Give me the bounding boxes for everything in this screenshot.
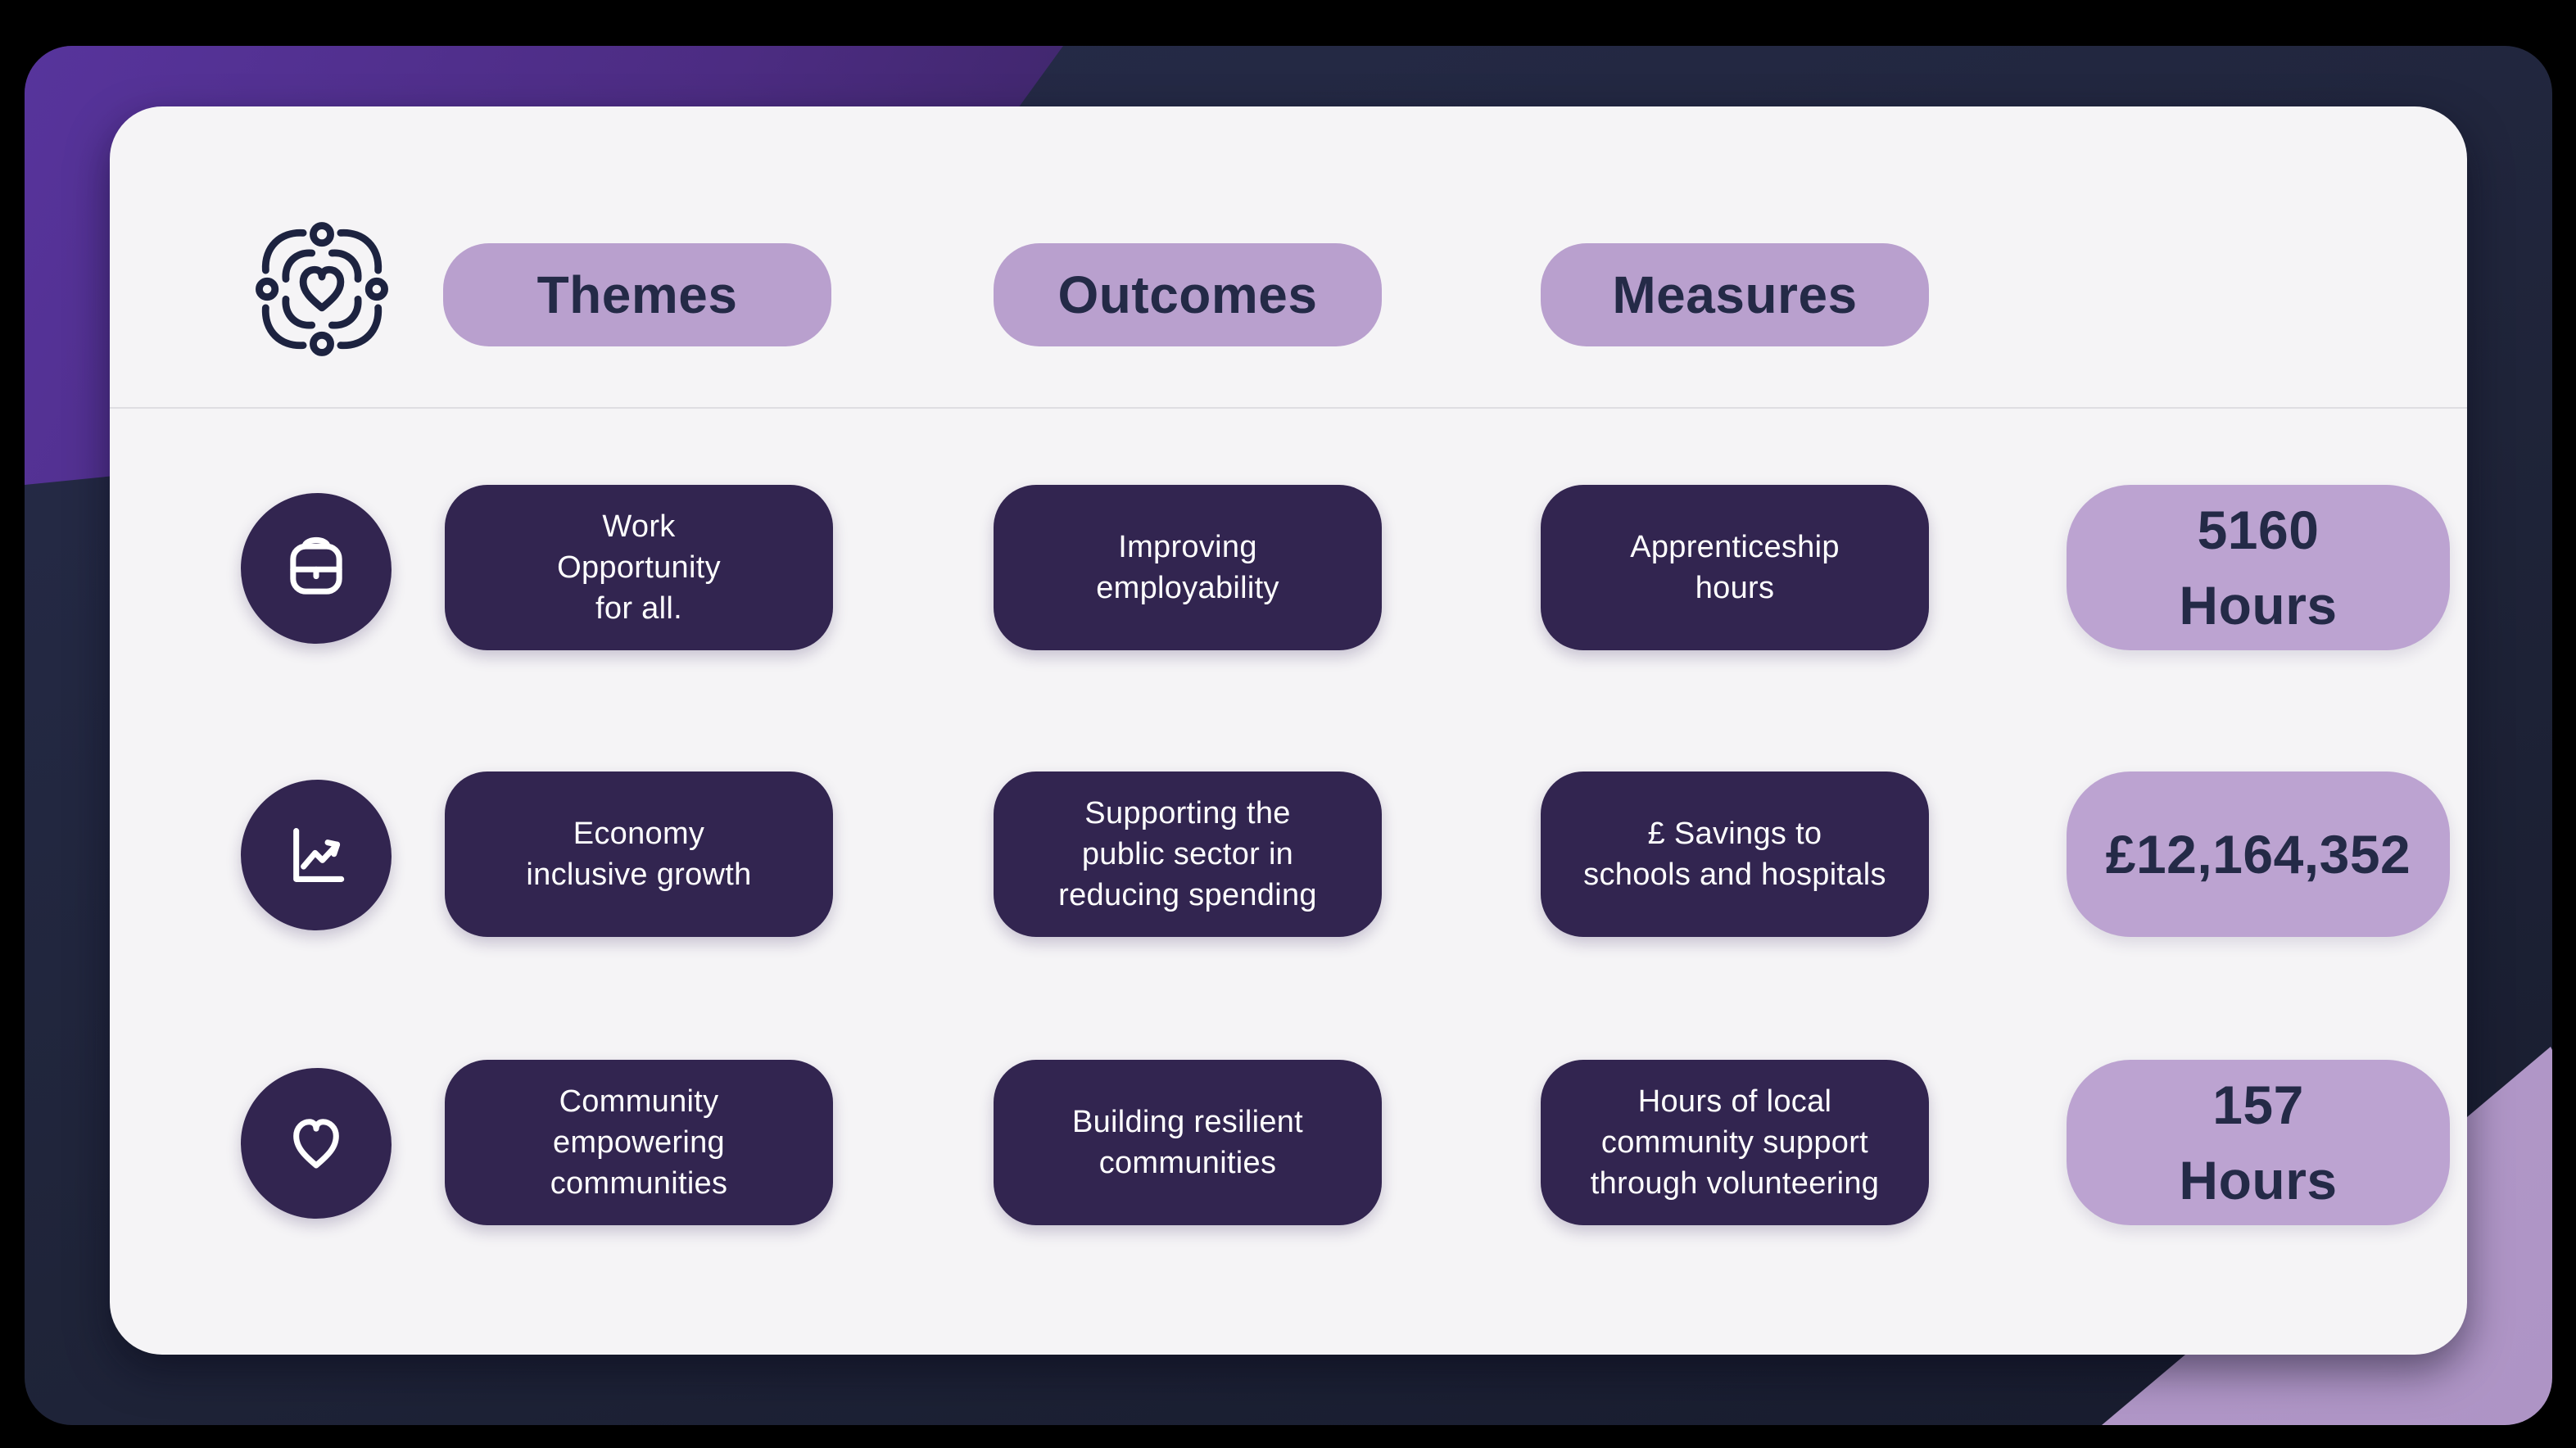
slide-frame: Themes Outcomes Measures Work Oppo bbox=[25, 46, 2552, 1425]
heart-icon bbox=[293, 1119, 339, 1169]
table-row-work-opportunity: Work Opportunity for all. Improving empl… bbox=[110, 485, 2467, 652]
briefcase-icon bbox=[290, 536, 342, 595]
table-row-community: Community empowering communities Buildin… bbox=[110, 1060, 2467, 1227]
row-icon-circle bbox=[241, 493, 392, 644]
chart-increasing-icon bbox=[293, 828, 345, 882]
row-icon-circle bbox=[241, 780, 392, 930]
value-cell: 5160 Hours bbox=[2067, 485, 2450, 650]
community-heart-logo bbox=[256, 222, 388, 356]
column-header-themes: Themes bbox=[443, 243, 831, 346]
outcome-cell: Building resilient communities bbox=[994, 1060, 1382, 1225]
measure-cell: Apprenticeship hours bbox=[1541, 485, 1929, 650]
theme-cell: Work Opportunity for all. bbox=[445, 485, 833, 650]
theme-cell: Economy inclusive growth bbox=[445, 772, 833, 937]
outcome-cell: Improving employability bbox=[994, 485, 1382, 650]
measure-cell: £ Savings to schools and hospitals bbox=[1541, 772, 1929, 937]
column-header-measures-label: Measures bbox=[1612, 265, 1858, 324]
column-header-outcomes: Outcomes bbox=[994, 243, 1382, 346]
header-divider bbox=[110, 407, 2467, 409]
row-icon-circle bbox=[241, 1068, 392, 1219]
theme-cell: Community empowering communities bbox=[445, 1060, 833, 1225]
value-cell: 157 Hours bbox=[2067, 1060, 2450, 1225]
column-header-measures: Measures bbox=[1541, 243, 1929, 346]
content-card: Themes Outcomes Measures Work Oppo bbox=[110, 106, 2467, 1355]
column-header-themes-label: Themes bbox=[536, 265, 738, 324]
table-row-economy: Economy inclusive growth Supporting the … bbox=[110, 772, 2467, 939]
column-header-outcomes-label: Outcomes bbox=[1057, 265, 1318, 324]
measure-cell: Hours of local community support through… bbox=[1541, 1060, 1929, 1225]
value-cell: £12,164,352 bbox=[2067, 772, 2450, 937]
outcome-cell: Supporting the public sector in reducing… bbox=[994, 772, 1382, 937]
